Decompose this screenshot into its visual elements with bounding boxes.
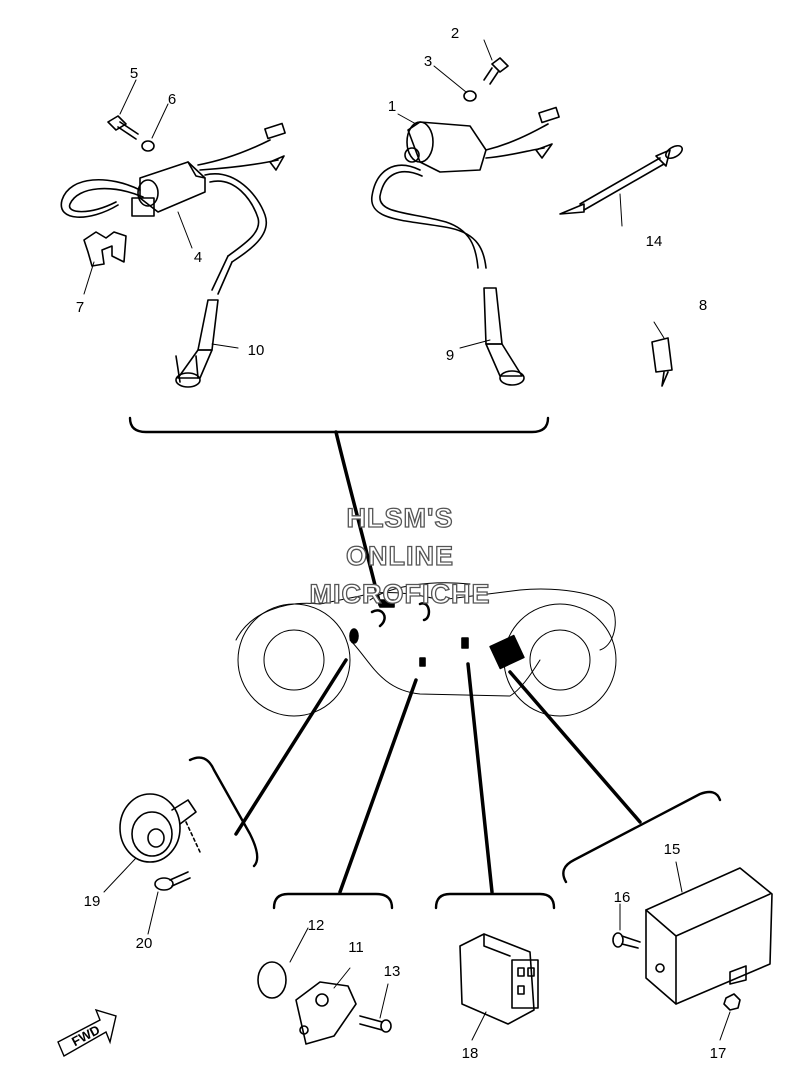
callout-12: 12 (308, 917, 325, 934)
callout-numbers: 1 2 3 4 5 6 7 8 9 10 11 12 13 14 15 16 1… (76, 25, 727, 1062)
plug-cap-part-10[interactable] (175, 299, 219, 388)
bolt-part-20[interactable] (154, 871, 191, 891)
callout-5: 5 (130, 65, 138, 82)
callout-16: 16 (614, 889, 631, 906)
screw-part-13[interactable] (359, 1015, 392, 1033)
ignition-coil-right-part-1[interactable] (371, 106, 560, 269)
bracket-igniter (562, 790, 722, 884)
leader-line-relay (466, 662, 494, 894)
watermark-line-2: ONLINE (346, 541, 454, 571)
callout-1: 1 (388, 98, 396, 115)
horn-part-19[interactable] (119, 793, 201, 863)
location-wire-mark (370, 602, 431, 628)
forward-arrow: FWD (57, 1008, 117, 1057)
bracket-relay (434, 892, 556, 910)
location-mark-horn (349, 628, 359, 644)
clip-part-8[interactable] (651, 337, 673, 387)
top-group-bracket (128, 416, 550, 434)
o-ring-part-12[interactable] (257, 961, 287, 999)
bolt-part-2[interactable] (483, 57, 509, 85)
leader-line-pickup (338, 678, 418, 894)
leader-line-igniter (508, 670, 642, 824)
callout-7: 7 (76, 299, 84, 316)
location-mark-pickup (419, 657, 426, 667)
callout-13: 13 (384, 963, 401, 980)
callout-11: 11 (348, 939, 364, 956)
location-mark-relay (461, 637, 469, 649)
relay-part-18[interactable] (459, 933, 539, 1025)
watermark-line-3: MICROFICHE (310, 579, 491, 609)
location-mark-igniter (489, 634, 525, 670)
top-leader-line (334, 430, 382, 607)
callout-20: 20 (136, 935, 153, 952)
pickup-coil-part-11[interactable] (295, 981, 357, 1045)
location-mark-ignition (379, 599, 395, 608)
clip-part-7[interactable] (83, 231, 127, 267)
callout-10: 10 (248, 342, 265, 359)
callout-2: 2 (451, 25, 459, 42)
ignition-coil-left-part-4[interactable] (60, 122, 286, 295)
leader-line-horn (234, 658, 348, 836)
igniter-unit-part-15[interactable] (645, 867, 773, 1005)
callout-19: 19 (84, 893, 101, 910)
washer-part-3[interactable] (463, 90, 477, 102)
fwd-label: FWD (69, 1022, 102, 1049)
screw-part-16[interactable] (612, 932, 641, 949)
callout-leaders (83, 39, 731, 1041)
callout-6: 6 (168, 91, 176, 108)
callout-9: 9 (446, 347, 454, 364)
plug-cap-part-9[interactable] (483, 287, 525, 386)
bracket-pickup (272, 892, 394, 910)
bolt-part-5[interactable] (107, 115, 139, 140)
callout-18: 18 (462, 1045, 479, 1062)
callout-15: 15 (664, 841, 681, 858)
callout-3: 3 (424, 53, 432, 70)
lead-wire-part-14[interactable] (559, 143, 684, 215)
callout-17: 17 (710, 1045, 727, 1062)
watermark: HLSM'S ONLINE MICROFICHE (309, 502, 491, 609)
washer-part-6[interactable] (141, 140, 155, 152)
callout-4: 4 (194, 249, 202, 266)
callout-14: 14 (646, 233, 663, 250)
callout-8: 8 (699, 297, 707, 314)
bracket-horn (188, 756, 259, 868)
motorcycle-silhouette (235, 582, 617, 717)
watermark-line-1: HLSM'S (347, 503, 454, 533)
nut-part-17[interactable] (723, 993, 741, 1011)
